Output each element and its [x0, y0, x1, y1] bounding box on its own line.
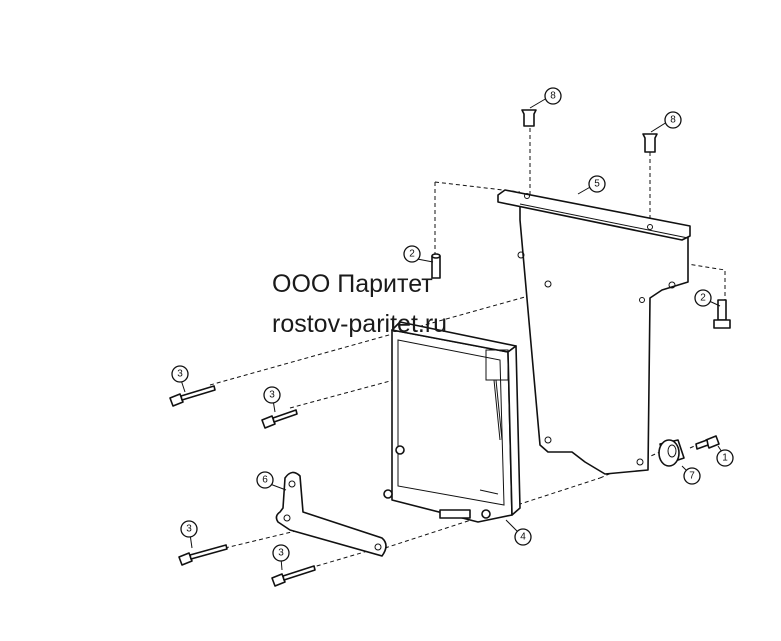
pin-part-2-a [431, 253, 441, 279]
svg-text:8: 8 [550, 91, 556, 102]
control-unit-part-4 [383, 321, 521, 523]
svg-text:4: 4 [520, 532, 526, 543]
screw-part-2-b [713, 299, 731, 329]
svg-text:5: 5 [594, 179, 600, 190]
svg-text:6: 6 [262, 475, 268, 486]
callout-4: 4 [514, 528, 532, 546]
callout-3-bottom-right: 3 [272, 544, 290, 562]
stud-part-8-b [642, 133, 658, 153]
callout-1: 1 [716, 449, 734, 467]
svg-text:3: 3 [269, 390, 275, 401]
svg-text:1: 1 [722, 453, 728, 464]
callout-3-top-left: 3 [171, 365, 189, 383]
svg-text:3: 3 [186, 524, 192, 535]
callout-3-bottom-left: 3 [180, 520, 198, 538]
svg-text:7: 7 [689, 471, 695, 482]
callout-8-left: 8 [544, 87, 562, 105]
callout-2-left: 2 [403, 245, 421, 263]
callout-6: 6 [256, 471, 274, 489]
svg-text:3: 3 [177, 369, 183, 380]
callout-7: 7 [683, 467, 701, 485]
callout-3-top-right: 3 [263, 386, 281, 404]
bracket-part-6 [275, 471, 387, 557]
bolt-part-3-b [261, 409, 298, 429]
callout-2-right: 2 [694, 289, 712, 307]
bolt-part-3-a [169, 385, 216, 407]
svg-text:2: 2 [409, 249, 415, 260]
watermark-company-name: ООО Паритет [272, 270, 433, 298]
svg-text:8: 8 [670, 115, 676, 126]
callout-5: 5 [588, 175, 606, 193]
callout-8-right: 8 [664, 111, 682, 129]
stud-part-8-a [521, 109, 537, 127]
bolt-part-3-c [178, 544, 228, 566]
mounting-plate-part-5 [497, 189, 691, 475]
screw-part-1 [695, 435, 720, 450]
svg-text:3: 3 [278, 548, 284, 559]
svg-text:2: 2 [700, 293, 706, 304]
bolt-part-3-d [271, 565, 316, 587]
bushing-part-7 [658, 439, 685, 467]
watermark-website: rostov-paritet.ru [272, 310, 448, 338]
